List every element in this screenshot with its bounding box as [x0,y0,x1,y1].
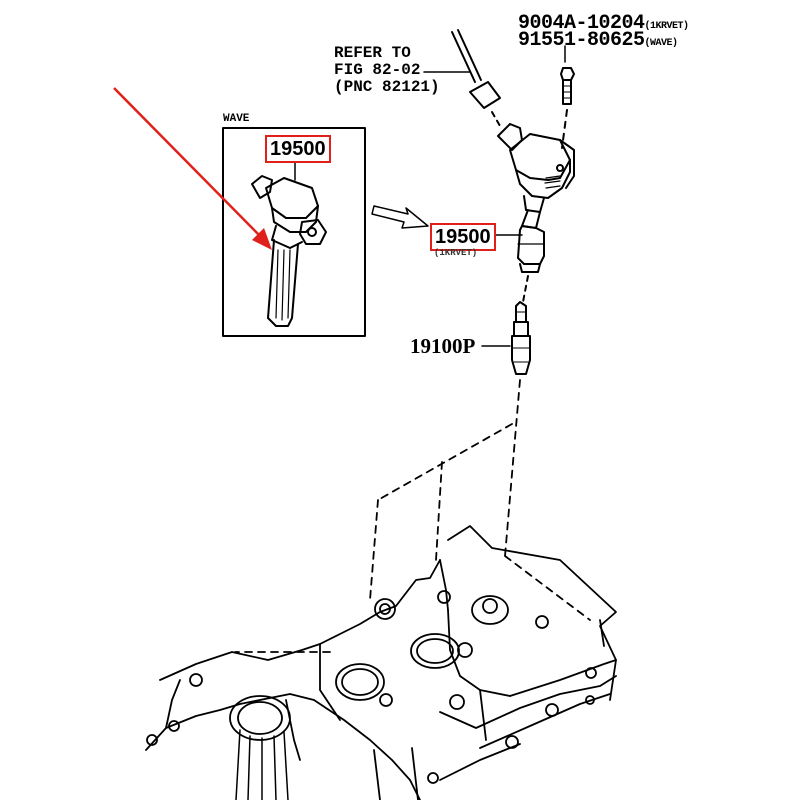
inset-coil-number: 19500 [270,138,326,160]
reference-line-1: REFER TO [334,44,411,62]
bolt-part-number-1: 9004A-10204(1KRVET) [518,14,689,34]
bolt-part-number-2: 91551-80625(WAVE) [518,31,678,51]
inset-title: WAVE [223,113,250,125]
cylinder-head [145,525,617,800]
bolt [560,45,575,105]
main-coil-part-number[interactable]: 19500 [430,223,496,251]
reference-line-3: (PNC 82121) [334,78,440,96]
inset-box [222,127,366,337]
coil-dashed-guide-top [491,111,501,127]
ignition-coil-1krvet [497,123,575,273]
bolt-1-number: 9004A-10204 [518,12,645,35]
reference-note: REFER TO FIG 82-02 (PNC 82121) [334,45,440,96]
spark-plug [511,301,531,375]
reference-line-2: FIG 82-02 [334,61,421,79]
spark-plug-part-number[interactable]: 19100P [410,334,476,358]
coil-dashed-guide-bottom [522,275,529,303]
main-coil-variant: (1KRVET) [434,248,478,258]
ignition-coil-wave [251,175,327,327]
bolt-dashed-guide [561,109,568,149]
projection-lines [234,379,591,653]
main-coil-number: 19500 [435,226,491,248]
outline-arrow [371,205,429,229]
harness-connector [451,29,501,109]
bolt-1-variant: (1KRVET) [644,21,690,32]
bolt-2-variant: (WAVE) [644,38,679,49]
red-arrow [113,87,272,250]
inset-coil-part-number[interactable]: 19500 [265,135,331,163]
bolt-2-number: 91551-80625 [518,29,645,52]
